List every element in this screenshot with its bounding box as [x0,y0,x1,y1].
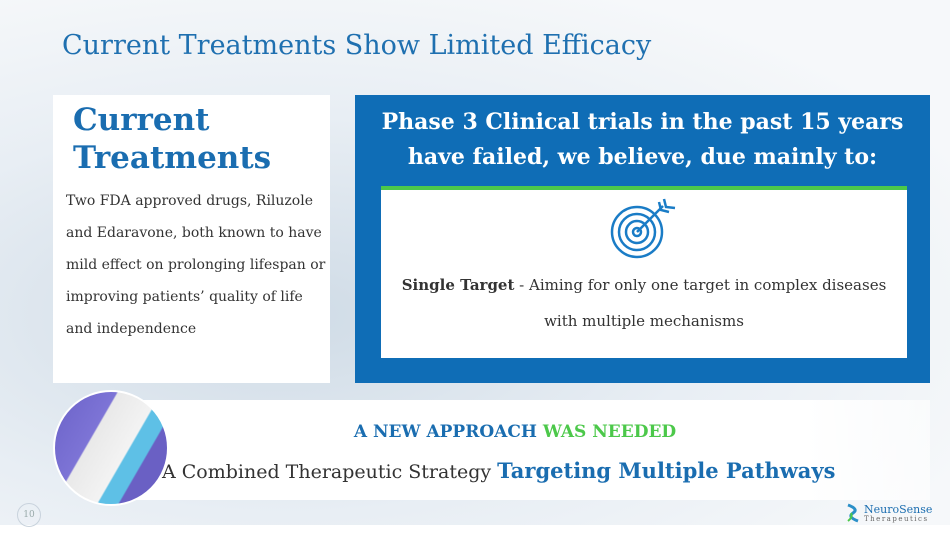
page-number: 10 [17,503,41,527]
panel-body: Two FDA approved drugs, Riluzole and Eda… [66,193,326,337]
clinical-trials-panel: Phase 3 Clinical trials in the past 15 y… [355,95,930,383]
banner-headline: A NEW APPROACH WAS NEEDED [353,422,677,442]
logo-mark-icon [847,503,859,523]
panel-heading: Phase 3 Clinical trials in the past 15 y… [381,109,904,170]
slide-title: Current Treatments Show Limited Efficacy [62,30,652,61]
pill-photo [53,390,169,506]
banner-subline: A Combined Therapeutic Strategy Targetin… [162,458,836,483]
target-icon [610,198,676,259]
reason-card: Single Target - Aiming for only one targ… [381,186,907,358]
new-approach-banner: A NEW APPROACH WAS NEEDED A Combined The… [100,400,930,500]
reason-text: Single Target - Aiming for only one targ… [401,276,887,330]
